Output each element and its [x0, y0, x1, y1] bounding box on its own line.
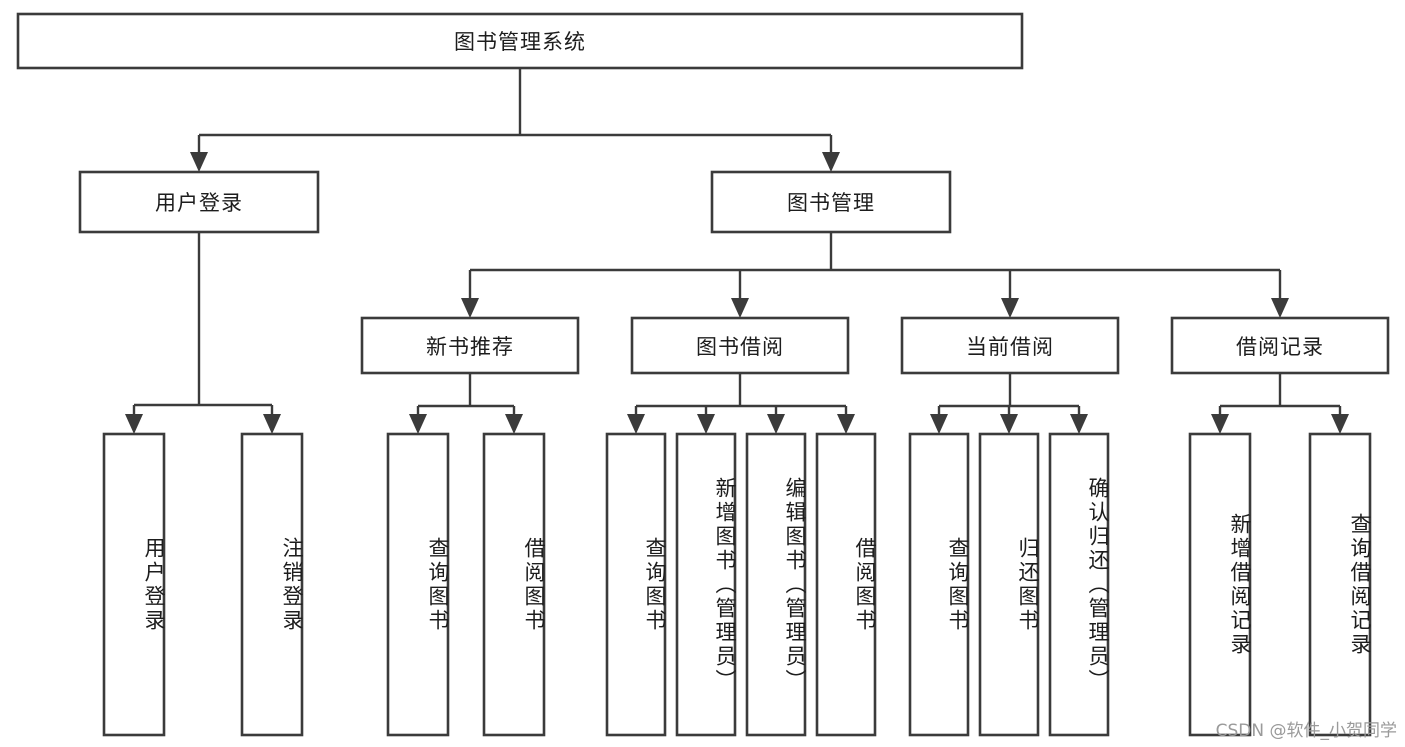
level2-node-e5bd93e5898de5809fe99885[interactable]: [900, 316, 1120, 375]
arrow-head-icon: [837, 414, 855, 434]
leaf-node-e69fa5e8afa2e59bbee4b9a6[interactable]: [605, 432, 667, 737]
level1-node-e794a8e688b7e799bbe5bd95[interactable]: [78, 170, 320, 234]
arrow-head-icon: [767, 414, 785, 434]
leaf-node-e69fa5e8afa2e59bbee4b9a6[interactable]: [386, 432, 450, 737]
arrow-head-icon: [1070, 414, 1088, 434]
level2-node-e696b0e4b9a6e68ea8e88d90[interactable]: [360, 316, 580, 375]
arrow-head-icon: [190, 152, 208, 172]
arrow-head-icon: [505, 414, 523, 434]
arrow-head-icon: [731, 298, 749, 318]
leaf-node-e5bd92e8bf98e59bbee4b9a6[interactable]: [978, 432, 1040, 737]
leaf-node-e696b0e5a29ee5809fe99885[interactable]: [1188, 432, 1252, 737]
level1-node-e59bbee4b9a6e7aea1e79086[interactable]: [710, 170, 952, 234]
arrow-head-icon: [697, 414, 715, 434]
arrow-head-icon: [1331, 414, 1349, 434]
leaf-node-e69fa5e8afa2e59bbee4b9a6[interactable]: [908, 432, 970, 737]
arrow-head-icon: [1000, 414, 1018, 434]
leaf-node-e5809fe99885e59bbee4b9a6[interactable]: [482, 432, 546, 737]
leaf-node-e794a8e688b7e799bbe5bd95[interactable]: [102, 432, 166, 737]
arrow-head-icon: [409, 414, 427, 434]
leaf-node-e696b0e5a29ee59bbee4b9a6[interactable]: [675, 432, 737, 737]
arrow-head-icon: [461, 298, 479, 318]
arrow-head-icon: [930, 414, 948, 434]
level2-node-e59bbee4b9a6e5809fe99885[interactable]: [630, 316, 850, 375]
arrow-head-icon: [263, 414, 281, 434]
level2-node-e5809fe99885e8aeb0e5bd95[interactable]: [1170, 316, 1390, 375]
leaf-node-e7bc96e8be91e59bbee4b9a6[interactable]: [745, 432, 807, 737]
arrow-head-icon: [1271, 298, 1289, 318]
arrow-head-icon: [822, 152, 840, 172]
arrow-head-icon: [1001, 298, 1019, 318]
leaf-node-e69fa5e8afa2e5809fe99885[interactable]: [1308, 432, 1372, 737]
root-node-e59bbee4b9a6e7aea1e79086[interactable]: [16, 12, 1024, 70]
leaf-node-e7a1aee8aea4e5bd92e8bf98[interactable]: [1048, 432, 1110, 737]
leaf-node-e5809fe99885e59bbee4b9a6[interactable]: [815, 432, 877, 737]
leaf-node-e6b3a8e99480e799bbe5bd95[interactable]: [240, 432, 304, 737]
arrow-head-icon: [627, 414, 645, 434]
arrow-head-icon: [125, 414, 143, 434]
arrow-head-icon: [1211, 414, 1229, 434]
